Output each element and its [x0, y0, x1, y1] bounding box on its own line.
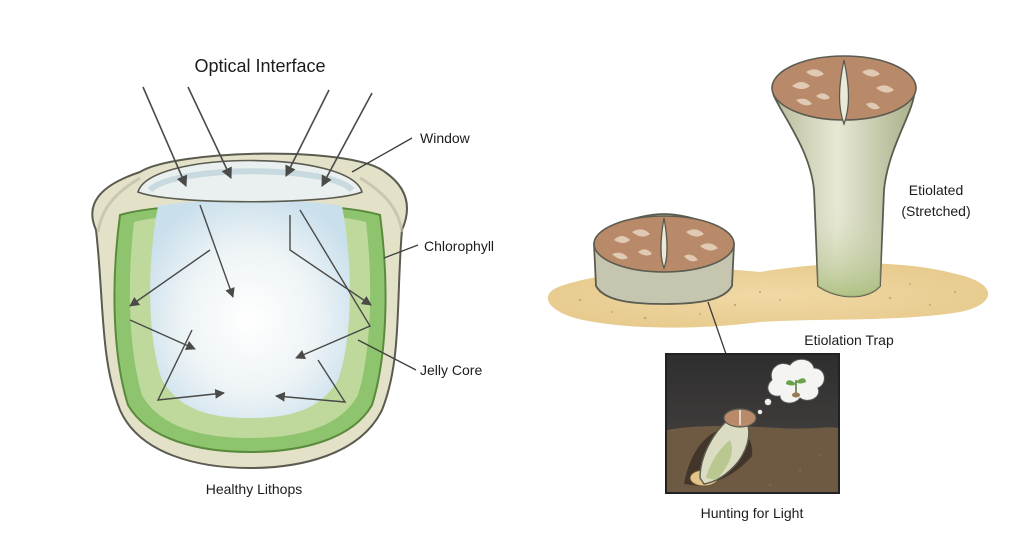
etiolated-lithops	[771, 55, 917, 298]
refracted-rays	[129, 204, 372, 403]
healthy-lithops-section: Optical Interface Window Chlorophyll Jel…	[91, 56, 494, 497]
hunting-for-light-inset	[665, 353, 840, 494]
window-label: Window	[420, 130, 471, 146]
jelly-core-leader	[357, 339, 417, 371]
inset-leader	[707, 301, 727, 355]
light-rays	[142, 86, 373, 188]
window-leader	[351, 137, 413, 173]
jelly-core	[150, 200, 350, 418]
etiolated-label: Etiolated	[909, 182, 963, 198]
window-dome	[137, 159, 363, 203]
chlorophyll-label: Chlorophyll	[424, 238, 494, 254]
etiolation-trap-label: Etiolation Trap	[804, 332, 894, 348]
optical-interface-title: Optical Interface	[194, 56, 325, 76]
etiolation-section: Etiolated (Stretched) Etiolation Trap	[547, 55, 989, 521]
healthy-lithops-caption: Healthy Lithops	[206, 481, 303, 497]
stretched-label: (Stretched)	[901, 203, 970, 219]
jelly-core-label: Jelly Core	[420, 362, 482, 378]
sprout-icon	[786, 378, 806, 398]
short-lithops	[593, 213, 735, 305]
chlorophyll-leader	[383, 244, 419, 259]
hunting-for-light-caption: Hunting for Light	[701, 505, 804, 521]
